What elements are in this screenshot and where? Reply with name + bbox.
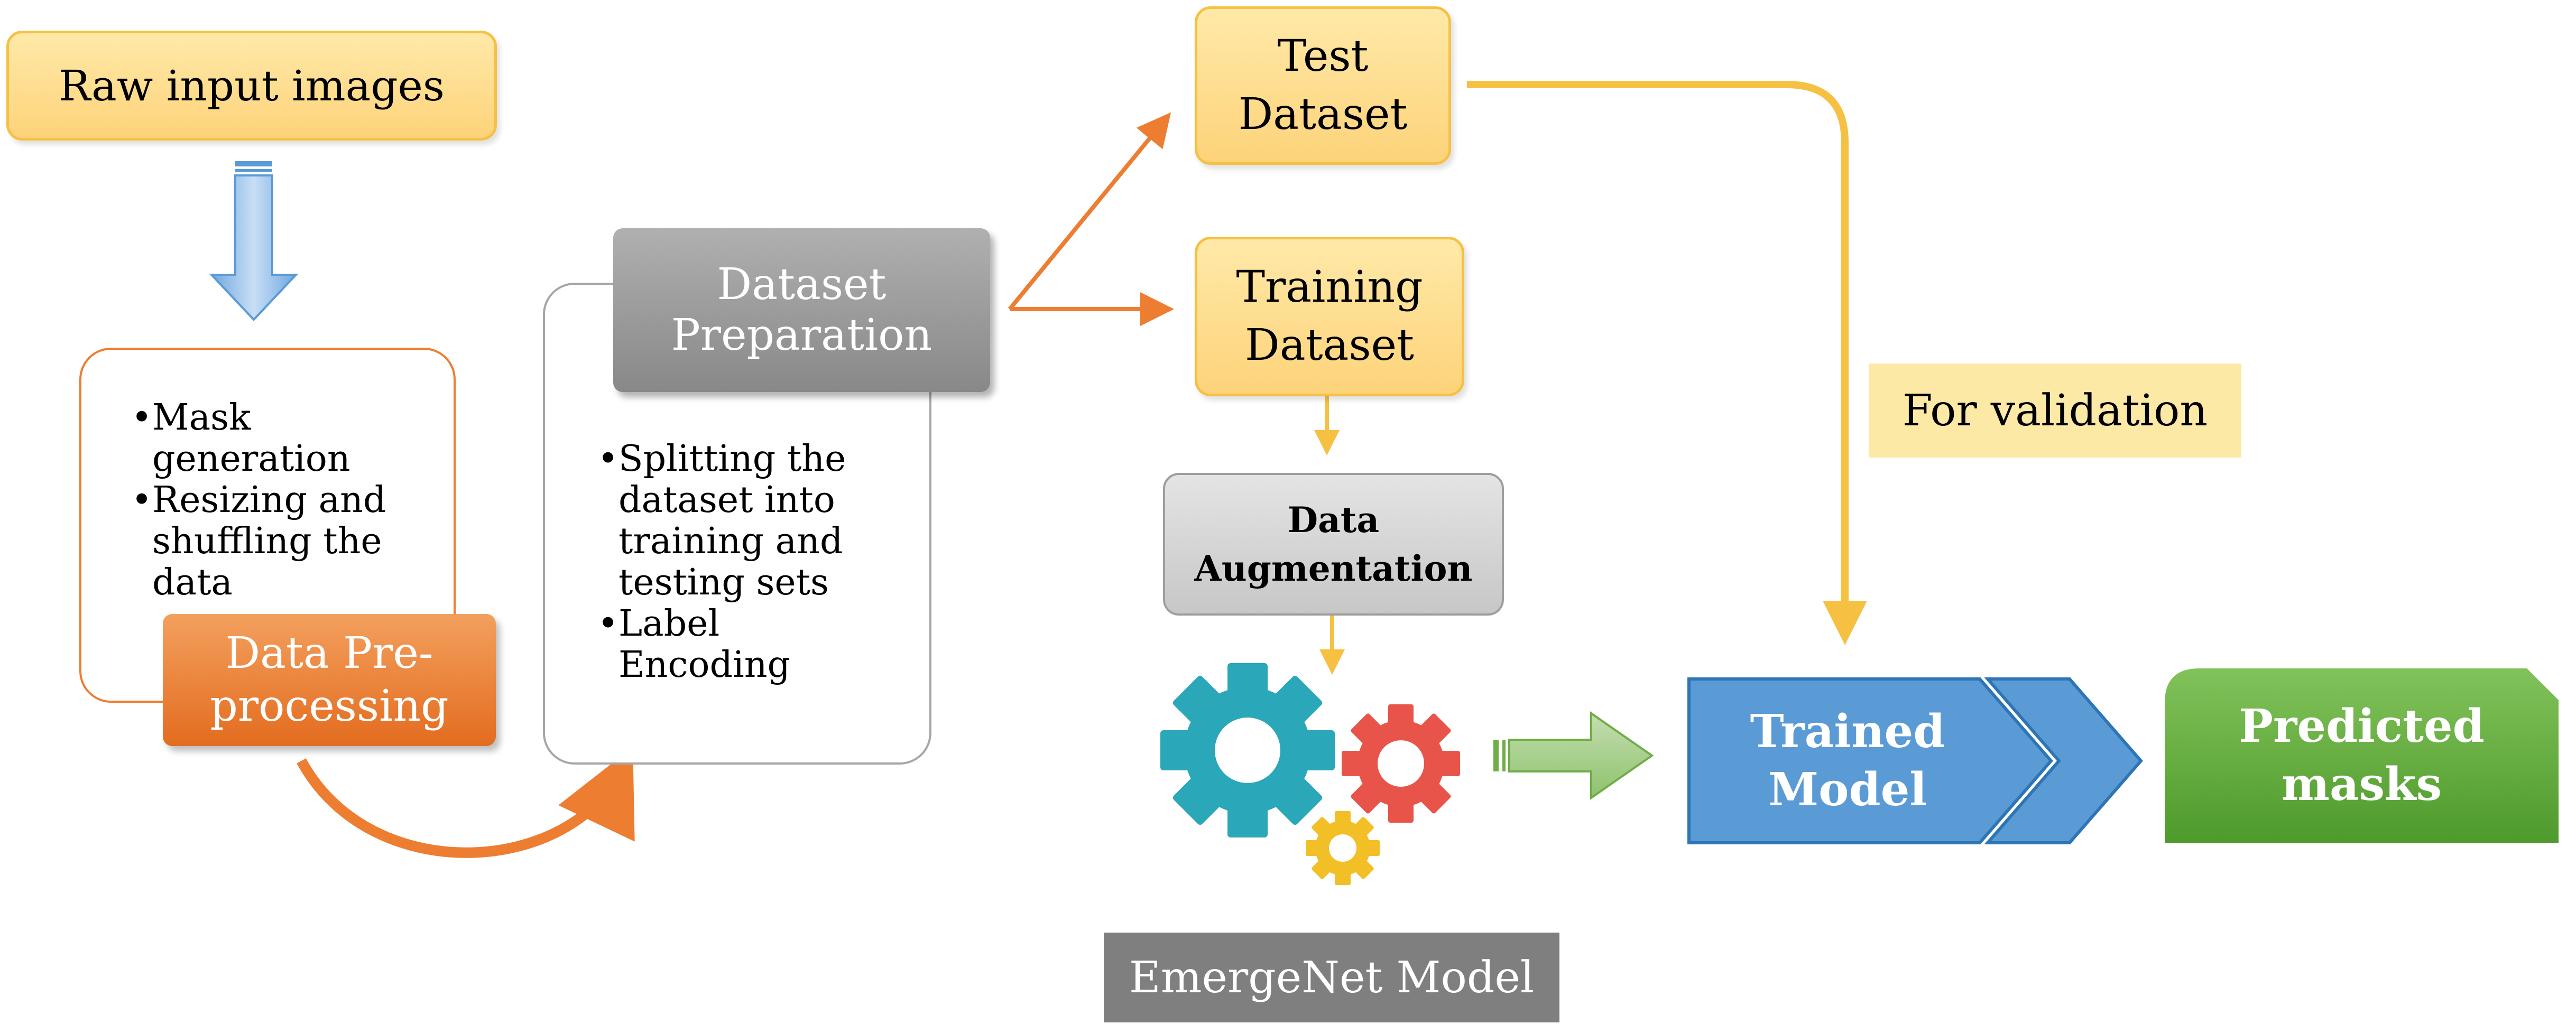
list-item: Label Encoding: [597, 603, 883, 686]
curved-arrow: [297, 747, 635, 858]
preprocessing-title-box: Data Pre-processing: [163, 614, 496, 746]
dataset-steps: Splitting the dataset into training and …: [597, 439, 883, 686]
validation-arrow: [1467, 81, 1867, 645]
right-arrow-icon: [1493, 711, 1654, 800]
predicted-masks-shape: [2165, 668, 2559, 843]
test-dataset-box: Test Dataset: [1195, 6, 1451, 165]
validation-label: For validation: [1902, 385, 2208, 436]
chevron-icon: [1984, 677, 2143, 844]
raw-input-label: Raw input images: [59, 61, 445, 110]
raw-input-box: Raw input images: [6, 31, 497, 141]
validation-label-box: For validation: [1869, 364, 2241, 458]
down-arrow-icon: [209, 161, 299, 321]
dataset-preparation-title: Dataset Preparation: [671, 259, 932, 360]
data-augmentation-label: Data Augmentation: [1194, 499, 1473, 589]
training-dataset-box: Training Dataset: [1195, 237, 1464, 396]
gears-icon: [1160, 663, 1460, 885]
dataset-preparation-box: Dataset Preparation: [613, 228, 990, 392]
preprocessing-title: Data Pre-processing: [210, 628, 449, 731]
list-item: Resizing and shuffling the data: [131, 480, 406, 603]
list-item: Splitting the dataset into training and …: [597, 439, 883, 603]
trained-model-label: Trained Model: [1750, 705, 1945, 816]
trained-model-box: Trained Model: [1689, 679, 2006, 843]
predicted-masks-box: Predicted masks: [2165, 668, 2559, 843]
test-dataset-label: Test Dataset: [1238, 31, 1408, 139]
preprocessing-steps: Mask generation Resizing and shuffling t…: [131, 397, 406, 603]
model-caption: EmergeNet Model: [1129, 952, 1535, 1003]
arrow-to-test: [1008, 112, 1171, 311]
training-dataset-label: Training Dataset: [1236, 262, 1423, 370]
trained-model-shape: [1687, 677, 2053, 844]
list-item: Mask generation: [131, 397, 406, 480]
data-augmentation-box: Data Augmentation: [1163, 473, 1504, 616]
model-caption-box: EmergeNet Model: [1104, 933, 1559, 1022]
predicted-masks-label: Predicted masks: [2239, 700, 2485, 811]
